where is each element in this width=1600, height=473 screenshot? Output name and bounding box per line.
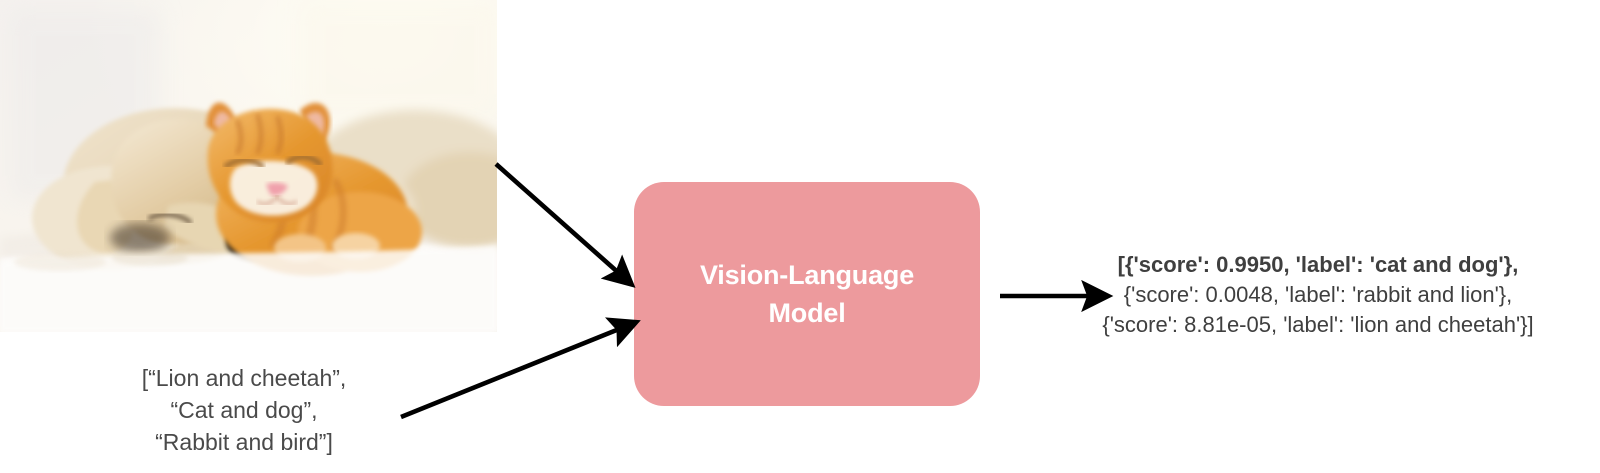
prompt-to-model-arrow <box>400 317 641 420</box>
output-line-3: {'score': 8.81e-05, 'label': 'lion and c… <box>1102 312 1534 337</box>
prompt-list: [“Lion and cheetah”, “Cat and dog”, “Rab… <box>118 362 370 458</box>
image-to-model-arrow <box>494 162 636 288</box>
prompt-line-2: “Cat and dog”, <box>170 397 318 423</box>
input-image-illustration <box>0 0 497 332</box>
prompt-line-3: “Rabbit and bird”] <box>155 429 333 455</box>
model-output: [{'score': 0.9950, 'label': 'cat and dog… <box>1048 250 1588 340</box>
vision-language-model-box: Vision-Language Model <box>634 182 980 406</box>
output-line-1: [{'score': 0.9950, 'label': 'cat and dog… <box>1117 252 1519 277</box>
prompt-line-1: [“Lion and cheetah”, <box>141 365 347 391</box>
output-line-2: {'score': 0.0048, 'label': 'rabbit and l… <box>1123 282 1513 307</box>
input-image <box>0 0 497 332</box>
model-box-label: Vision-Language Model <box>699 259 915 328</box>
